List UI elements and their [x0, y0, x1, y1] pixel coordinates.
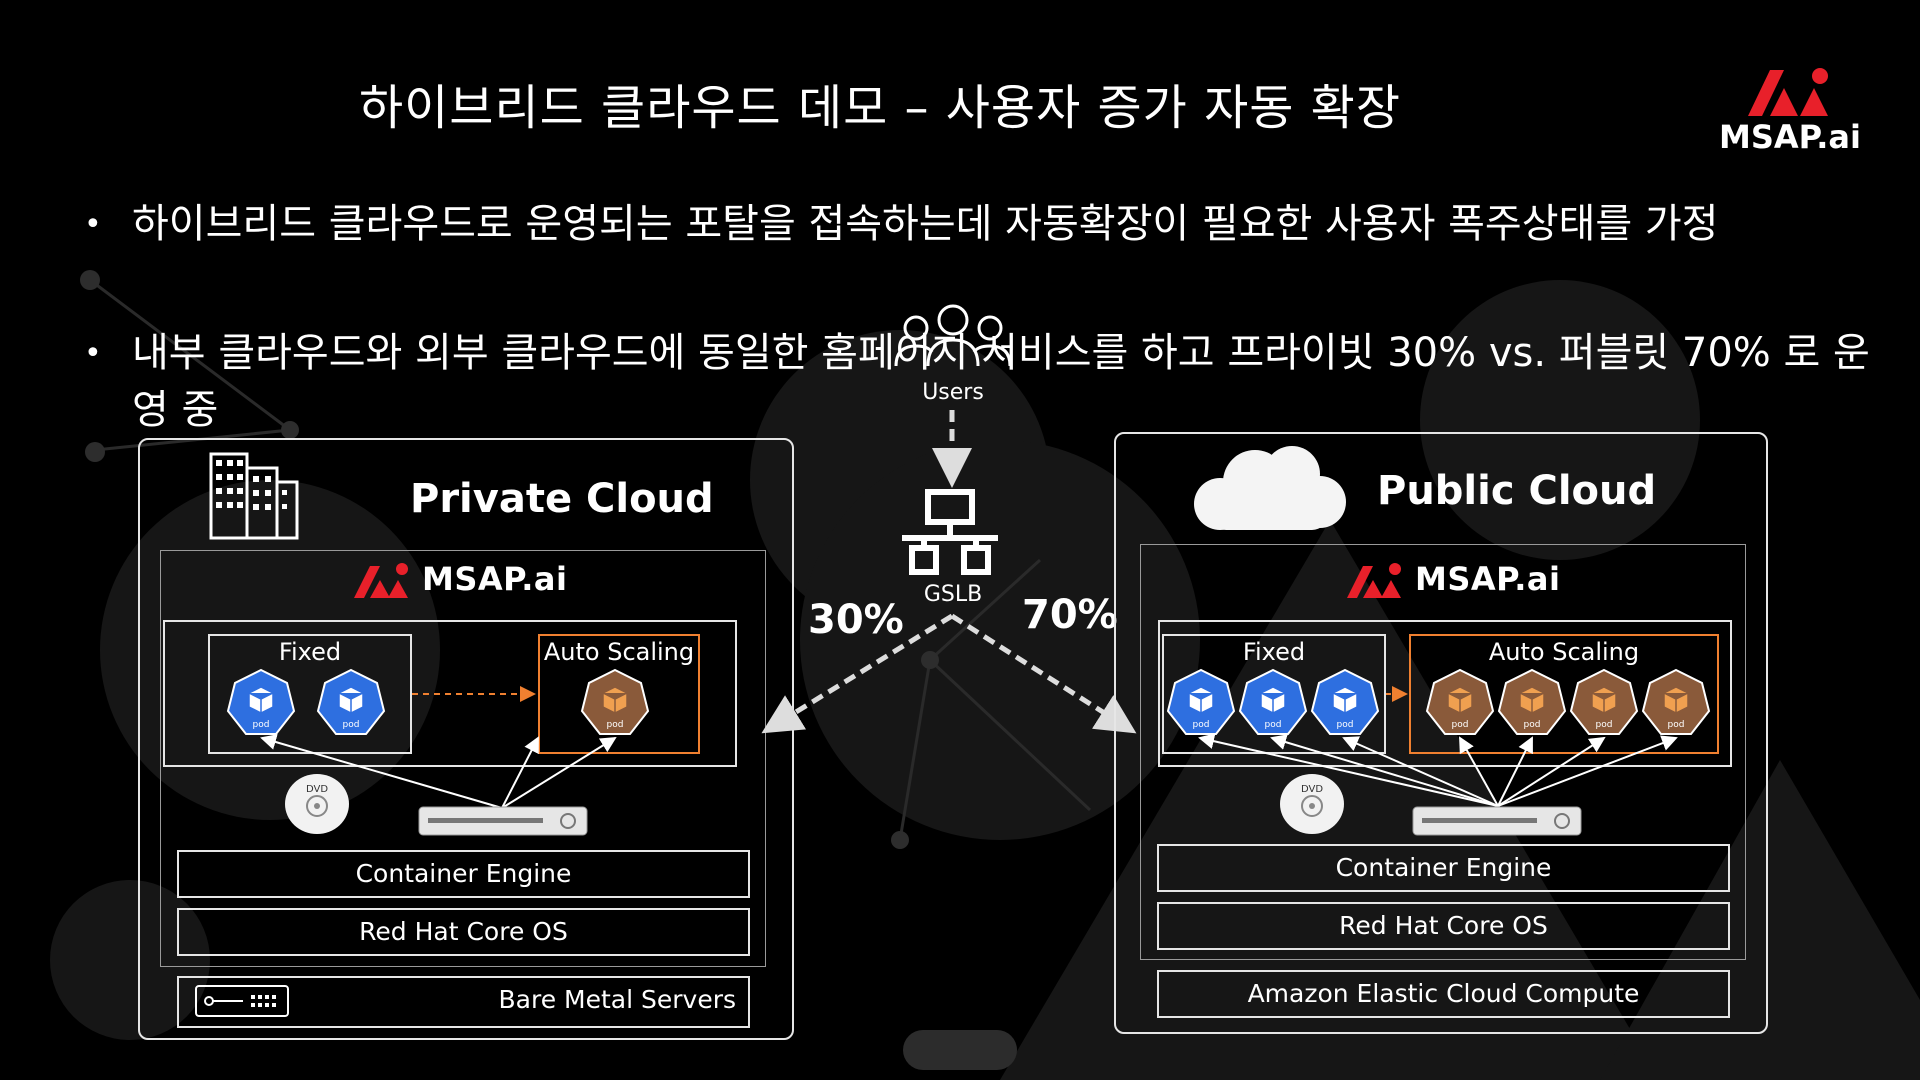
msap-logo-mark [1748, 68, 1828, 116]
public-cloud-title: Public Cloud [1377, 468, 1657, 514]
slide-title: 하이브리드 클라우드 데모 – 사용자 증가 자동 확장 [358, 80, 1401, 136]
gslb-icon [902, 489, 998, 575]
bullet-1-text: 하이브리드 클라우드로 운영되는 포탈을 접속하는데 자동확장이 필요한 사용자… [132, 201, 1719, 247]
private-container-engine: Container Engine [177, 850, 750, 898]
svg-text:pod: pod [1452, 720, 1469, 730]
cloud-icon [1194, 446, 1346, 530]
public-msap-frame [1140, 544, 1746, 960]
pod-icon: pod [226, 668, 296, 735]
users-icon [894, 304, 1012, 367]
public-auto-box [1409, 634, 1719, 754]
bullet-2-text: 내부 클라우드와 외부 클라우드에 동일한 홈페이지 서비스를 하고 프라이빗 … [132, 330, 1870, 433]
public-fixed-pod: pod [1238, 668, 1308, 742]
private-auto-pod: pod [580, 668, 650, 742]
svg-text:pod: pod [1596, 720, 1613, 730]
public-container-engine: Container Engine [1157, 844, 1730, 892]
svg-text:pod: pod [1193, 720, 1210, 730]
public-fixed-pod: pod [1310, 668, 1380, 742]
svg-text:DVD: DVD [1301, 784, 1323, 795]
server-rack-icon [195, 985, 289, 1017]
public-pods-frame [1158, 620, 1732, 767]
private-infra-label: Bare Metal Servers [498, 985, 737, 1014]
public-fixed-label: Fixed [1242, 638, 1306, 666]
pod-icon: pod [580, 668, 650, 735]
msap-logo-mark [354, 563, 408, 598]
private-infra: Bare Metal Servers [177, 976, 750, 1028]
private-msap-frame [160, 550, 766, 967]
pod-icon: pod [1238, 668, 1308, 735]
public-traffic-pct: 70% [1022, 592, 1118, 638]
public-fixed-box [1162, 634, 1386, 754]
private-auto-box [538, 634, 700, 754]
svg-text:pod: pod [607, 720, 624, 730]
svg-text:pod: pod [1337, 720, 1354, 730]
private-msap-brand-text: MSAP.ai [422, 560, 568, 598]
public-auto-pod: pod [1425, 668, 1495, 742]
svg-text:pod: pod [1668, 720, 1685, 730]
pod-icon: pod [1641, 668, 1711, 735]
private-fixed-label: Fixed [278, 638, 342, 666]
private-traffic-pct: 30% [808, 597, 904, 643]
private-cloud-title: Private Cloud [410, 476, 714, 522]
gslb-label: GSLB [923, 582, 983, 607]
private-cloud-panel [138, 438, 794, 1040]
svg-text:pod: pod [253, 720, 270, 730]
svg-text:pod: pod [1524, 720, 1541, 730]
pod-icon: pod [1497, 668, 1567, 735]
bullet-1: • 하이브리드 클라우드로 운영되는 포탈을 접속하는데 자동확장이 필요한 사… [84, 196, 1844, 310]
public-msap-brand: MSAP.ai [1345, 556, 1585, 604]
pod-icon: pod [1310, 668, 1380, 735]
pod-icon: pod [1569, 668, 1639, 735]
msap-logo-text: MSAP.ai [1719, 118, 1861, 156]
msap-logo-mark [1347, 563, 1401, 598]
public-auto-pod: pod [1569, 668, 1639, 742]
public-auto-label: Auto Scaling [1488, 638, 1640, 666]
public-auto-pod: pod [1497, 668, 1567, 742]
private-fixed-pod: pod [316, 668, 386, 742]
public-auto-pod: pod [1641, 668, 1711, 742]
pod-icon: pod [1425, 668, 1495, 735]
private-auto-label: Auto Scaling [543, 638, 695, 666]
public-os: Red Hat Core OS [1157, 902, 1730, 950]
public-infra: Amazon Elastic Cloud Compute [1157, 970, 1730, 1018]
dvd-icon: DVD [285, 774, 349, 834]
users-label: Users [922, 380, 984, 405]
bullet-marker: • [84, 207, 102, 242]
public-msap-brand-text: MSAP.ai [1415, 560, 1561, 598]
svg-text:pod: pod [1265, 720, 1282, 730]
server-drive-icon [418, 806, 588, 836]
private-fixed-pod: pod [226, 668, 296, 742]
building-icon [209, 452, 299, 540]
svg-text:pod: pod [343, 720, 360, 730]
private-pods-frame [163, 620, 737, 767]
pod-icon: pod [316, 668, 386, 735]
private-os: Red Hat Core OS [177, 908, 750, 956]
svg-text:DVD: DVD [306, 784, 328, 795]
private-msap-brand: MSAP.ai [352, 556, 592, 604]
bullet-2: • 내부 클라우드와 외부 클라우드에 동일한 홈페이지 서비스를 하고 프라이… [84, 325, 1870, 439]
public-cloud-panel [1114, 432, 1768, 1034]
server-drive-icon [1412, 806, 1582, 836]
dvd-icon: DVD [1280, 774, 1344, 834]
msap-logo: MSAP.ai [1700, 60, 1880, 160]
bullet-marker: • [84, 336, 102, 371]
